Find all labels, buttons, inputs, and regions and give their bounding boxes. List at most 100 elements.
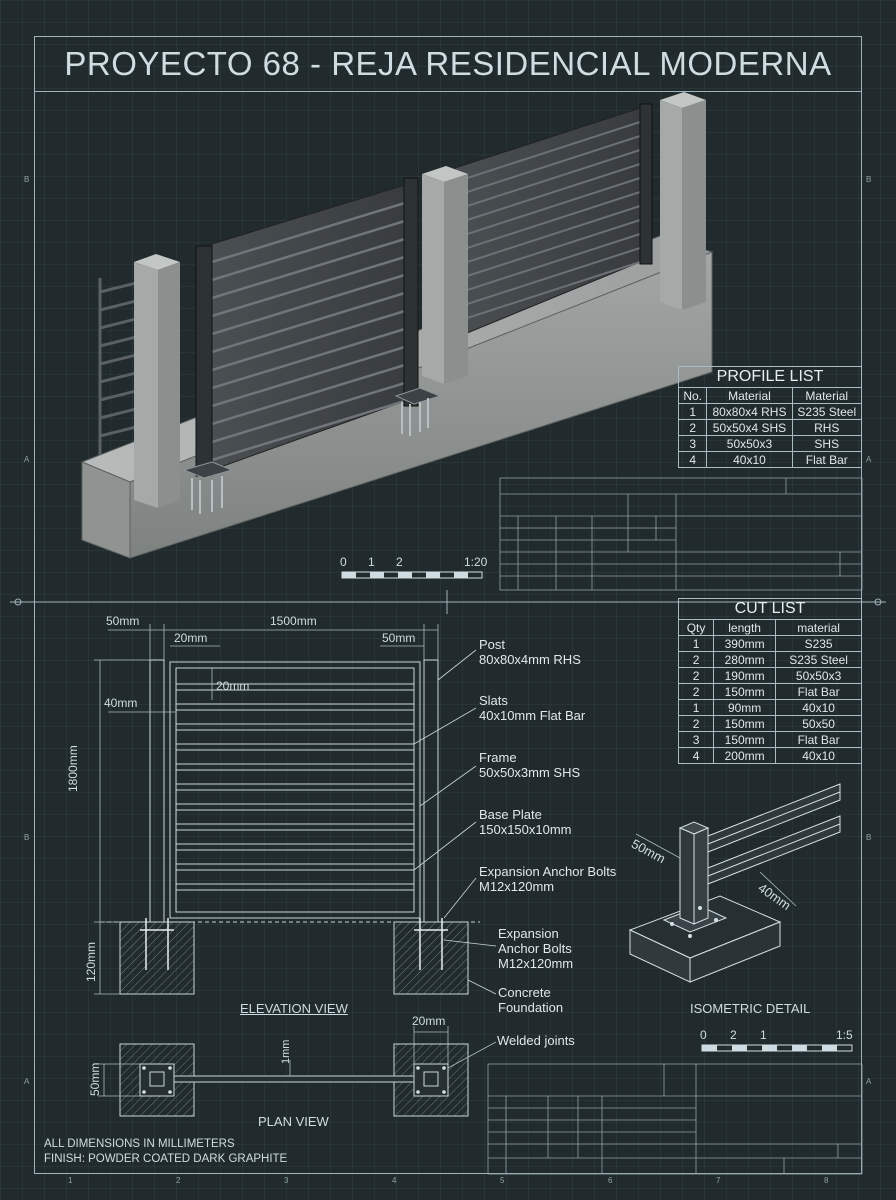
col-ref-5: 5 — [500, 1176, 505, 1185]
col-ref-4: 4 — [392, 1176, 397, 1185]
table-cell: 4 — [677, 747, 715, 764]
scale-detail-tick-1: 2 — [730, 1028, 737, 1042]
scale-top-tick-2: 2 — [396, 555, 403, 569]
dim-post-width: 50mm — [106, 614, 140, 628]
dim-slat-offset: 40mm — [104, 696, 138, 710]
callout-frame-spec: 50x50x3mm SHS — [479, 765, 581, 780]
profile-list-table: PROFILE LIST No. Material Material 1 80x… — [677, 366, 863, 468]
elevation-anchor-bolts — [140, 918, 448, 970]
table-cell: 50x50x3 — [706, 435, 793, 452]
plan-view-label: PLAN VIEW — [258, 1114, 329, 1129]
steel-posts — [195, 103, 653, 477]
table-row: 1 80x80x4 RHS S235 Steel — [677, 403, 863, 420]
dim-slat-gap: 20mm — [216, 679, 250, 693]
col-ref-6: 6 — [608, 1176, 613, 1185]
dim-plan-depth: 50mm — [88, 1062, 102, 1096]
scale-bar-top: 0 1 2 1:20 — [340, 555, 490, 585]
elevation-frame — [169, 661, 421, 919]
row-ref-r2: A — [866, 455, 872, 464]
callout-concrete-line1: Concrete — [498, 985, 551, 1000]
table-cell: 190mm — [713, 667, 777, 684]
row-ref-3: B — [24, 833, 30, 842]
cut-list-title: CUT LIST — [678, 598, 862, 619]
callout-anchor2-line2: Anchor Bolts — [498, 941, 572, 956]
callout-frame-title: Frame — [479, 750, 517, 765]
dim-inner-gap: 20mm — [174, 631, 208, 645]
scale-bar-detail: 0 2 1 1:5 — [700, 1028, 856, 1058]
dim-plan-joint: 1mm — [280, 1039, 292, 1064]
callout-anchor-bolts: Expansion Anchor Bolts M12x120mm — [479, 864, 616, 894]
scale-detail-tick-0: 0 — [700, 1028, 707, 1042]
table-cell: 390mm — [713, 635, 777, 652]
callout-anchor2-spec: M12x120mm — [498, 956, 574, 971]
scale-detail-tick-2: 1 — [760, 1028, 767, 1042]
concrete-pillar-right — [660, 92, 706, 310]
anchor-bolts — [191, 398, 429, 514]
sheet-title: PROYECTO 68 - REJA RESIDENCIAL MODERNA — [64, 45, 832, 82]
front-slat-panel — [211, 183, 409, 471]
elevation-dimension-lines — [94, 624, 439, 995]
table-cell: 280mm — [713, 651, 777, 668]
table-cell: 90mm — [713, 699, 777, 716]
table-cell: SHS — [791, 435, 863, 452]
callout-welded: Welded joints — [497, 1033, 575, 1048]
note-dimensions: ALL DIMENSIONS IN MILLIMETERS — [44, 1138, 235, 1150]
row-ref-2: A — [24, 455, 30, 464]
elevation-slats — [176, 683, 414, 891]
scale-detail-ratio: 1:5 — [836, 1028, 853, 1042]
callout-anchor-spec: M12x120mm — [479, 879, 555, 894]
callout-slats: Slats 40x10mm Flat Bar — [479, 693, 585, 723]
col-ref-7: 7 — [716, 1176, 721, 1185]
table-row: 4 40x10 Flat Bar — [677, 451, 863, 468]
plan-rail — [173, 1075, 415, 1083]
callout-base-plate: Base Plate 150x150x10mm — [479, 807, 572, 837]
table-cell: 80x80x4 RHS — [706, 403, 793, 420]
elevation-foundations — [100, 921, 480, 995]
col-ref-2: 2 — [176, 1176, 181, 1185]
elevation-leader-lines — [413, 649, 497, 995]
col-ref-8: 8 — [824, 1176, 829, 1185]
table-cell: 40x10 — [775, 747, 862, 764]
table-cell: 50x50x3 — [775, 667, 862, 684]
table-cell: 4 — [677, 451, 708, 468]
scale-top-tick-0: 0 — [340, 555, 347, 569]
dim-plan-width: 20mm — [412, 1014, 446, 1028]
row-ref-r4: A — [866, 1077, 872, 1086]
row-ref-r1: B — [866, 175, 872, 184]
callout-base-spec: 150x150x10mm — [479, 822, 572, 837]
table-cell: 40x10 — [706, 451, 793, 468]
rear-slat-panel — [454, 107, 641, 339]
title-band: PROYECTO 68 - REJA RESIDENCIAL MODERNA — [34, 36, 862, 92]
col-ref-3: 3 — [284, 1176, 289, 1185]
left-stub-slats — [98, 278, 141, 455]
callout-slats-spec: 40x10mm Flat Bar — [479, 708, 586, 723]
row-ref-4: A — [24, 1077, 30, 1086]
callout-post-title: Post — [479, 637, 506, 652]
callout-base-title: Base Plate — [479, 807, 542, 822]
isometric-view-label: ISOMETRIC DETAIL — [690, 1001, 811, 1016]
callout-anchor-bolts-2: Expansion Anchor Bolts M12x120mm — [498, 926, 573, 971]
row-ref-r3: B — [866, 833, 872, 842]
table-row: 2 50x50x4 SHS RHS — [677, 419, 863, 436]
callout-post-spec: 80x80x4mm RHS — [479, 652, 581, 667]
col-ref-1: 1 — [68, 1176, 73, 1185]
table-cell: 50x50 — [775, 715, 862, 732]
concrete-pillar-left — [134, 254, 180, 508]
callout-frame: Frame 50x50x3mm SHS — [479, 750, 580, 780]
callout-concrete: Concrete Foundation — [498, 985, 563, 1015]
callout-post: Post 80x80x4mm RHS — [479, 637, 581, 667]
table-cell: S235 Steel — [775, 651, 862, 668]
dim-frame-width: 50mm — [382, 631, 416, 645]
table-cell: 200mm — [713, 747, 777, 764]
callout-slats-title: Slats — [479, 693, 508, 708]
row-ref-1: B — [24, 175, 30, 184]
